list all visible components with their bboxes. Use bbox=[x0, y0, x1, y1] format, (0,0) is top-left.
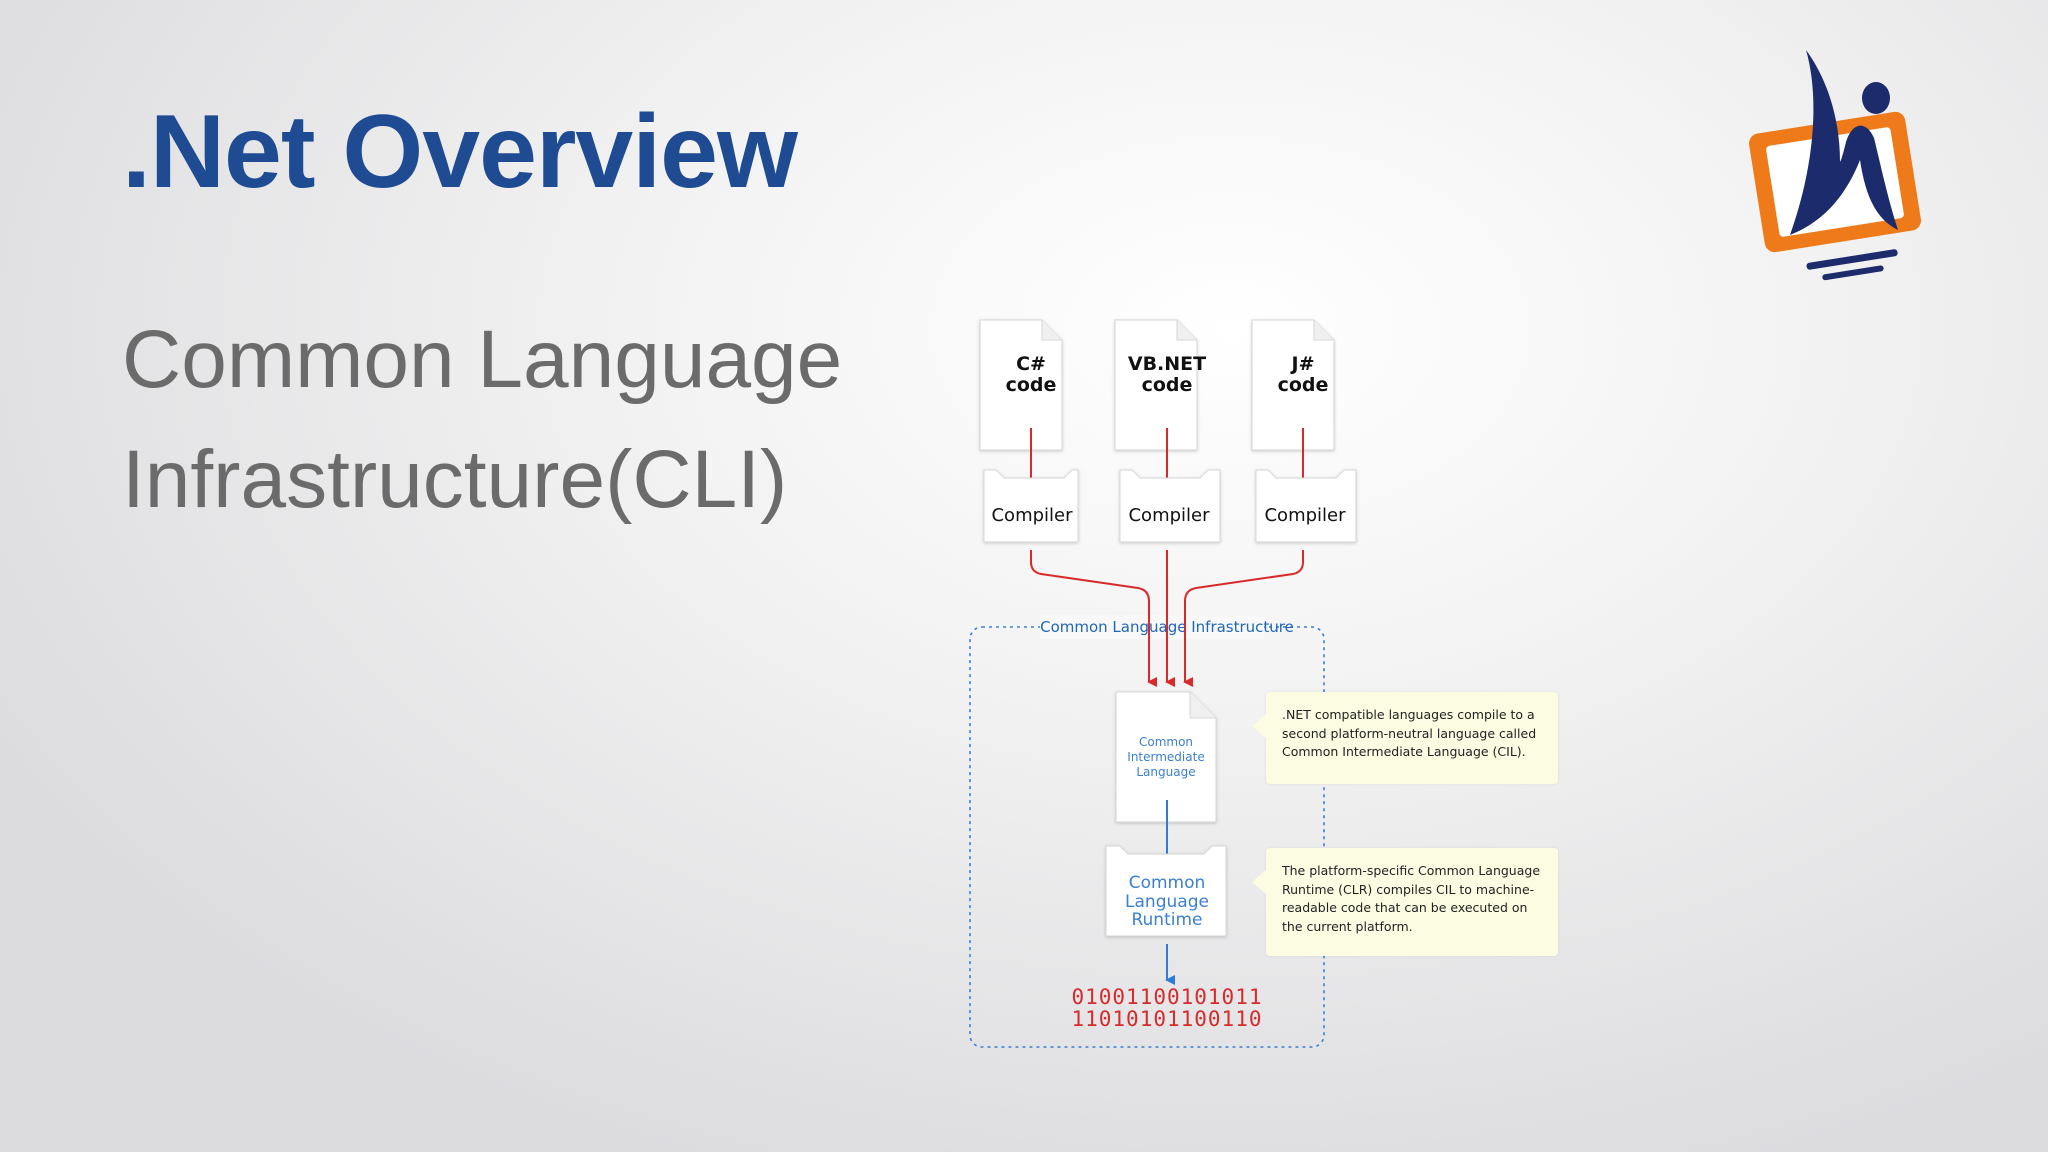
compiler-box-3 bbox=[1255, 469, 1357, 543]
clr-box bbox=[1105, 845, 1227, 937]
arrow-compiler3-to-cil bbox=[1183, 550, 1304, 687]
arrow-compiler1-to-cil bbox=[1030, 550, 1157, 687]
source-doc-jsharp bbox=[1251, 319, 1335, 451]
source-doc-csharp bbox=[979, 319, 1063, 451]
source-doc-vbnet-line2: code bbox=[1142, 374, 1193, 396]
compiler-label-3: Compiler bbox=[1264, 505, 1346, 526]
machine-code-line1: 01001100101011 bbox=[1071, 985, 1262, 1009]
clr-line1: Common bbox=[1129, 873, 1206, 893]
clr-callout: The platform-specific Common Language Ru… bbox=[1252, 848, 1558, 956]
subtitle-line-1: Common Language bbox=[122, 314, 843, 405]
slide-title: .Net Overview bbox=[122, 94, 798, 210]
source-doc-jsharp-line1: J# bbox=[1290, 353, 1315, 375]
source-doc-vbnet bbox=[1114, 319, 1198, 451]
slide-subtitle: Common Language Infrastructure(CLI) bbox=[122, 300, 1022, 540]
clr-line3: Runtime bbox=[1131, 910, 1202, 930]
cil-line3: Language bbox=[1136, 765, 1195, 779]
monitor-person-logo-icon bbox=[1749, 50, 1921, 281]
cil-doc bbox=[1115, 691, 1217, 823]
machine-code-line2: 11010101100110 bbox=[1071, 1007, 1262, 1031]
cil-line2: Intermediate bbox=[1127, 750, 1204, 764]
cil-line1: Common bbox=[1139, 735, 1193, 749]
compiler-label-2: Compiler bbox=[1128, 505, 1210, 526]
source-doc-csharp-line1: C# bbox=[1016, 353, 1046, 375]
source-doc-csharp-line2: code bbox=[1006, 374, 1057, 396]
source-doc-vbnet-line1: VB.NET bbox=[1128, 353, 1206, 375]
clr-line2: Language bbox=[1125, 892, 1209, 912]
compiler-label-1: Compiler bbox=[991, 505, 1073, 526]
compiler-box-2 bbox=[1119, 469, 1221, 543]
subtitle-line-2: Infrastructure(CLI) bbox=[122, 434, 788, 525]
cli-diagram: Common Language Infrastructure C# code V… bbox=[960, 310, 1620, 1060]
source-doc-jsharp-line2: code bbox=[1278, 374, 1329, 396]
cil-callout: .NET compatible languages compile to a s… bbox=[1252, 692, 1558, 784]
cli-boundary bbox=[969, 626, 1325, 1048]
compiler-box-1 bbox=[983, 469, 1079, 543]
